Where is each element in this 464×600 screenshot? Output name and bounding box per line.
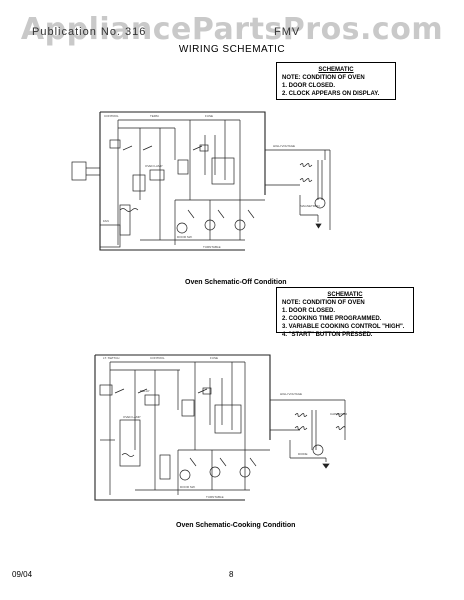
schematic-off-note: SCHEMATIC NOTE: CONDITION OF OVEN 1. DOO… xyxy=(276,62,396,100)
svg-text:TURNTABLE: TURNTABLE xyxy=(203,245,221,249)
footer-date: 09/04 xyxy=(12,570,33,579)
page-title: WIRING SCHEMATIC xyxy=(178,44,286,55)
note-line: NOTE: CONDITION OF OVEN xyxy=(282,300,365,306)
note-title: SCHEMATIC xyxy=(318,67,354,73)
svg-text:OVEN LAMP: OVEN LAMP xyxy=(145,164,163,168)
svg-text:MAGNETRON: MAGNETRON xyxy=(300,204,320,208)
svg-text:RELAY: RELAY xyxy=(140,389,150,393)
svg-text:HIGH VOLTAGE: HIGH VOLTAGE xyxy=(280,392,302,396)
note-line: 4. "START" BUTTON PRESSED. xyxy=(282,332,373,338)
note-line: NOTE: CONDITION OF OVEN xyxy=(282,75,365,81)
schematic-cooking-caption: Oven Schematic-Cooking Condition xyxy=(176,522,296,529)
svg-text:TURNTABLE: TURNTABLE xyxy=(206,495,224,499)
schematic-off-caption: Oven Schematic-Off Condition xyxy=(185,279,287,286)
model-number: FMV xyxy=(274,26,301,38)
svg-text:CONTROL: CONTROL xyxy=(150,356,165,360)
watermark-logo: AppliancePartsPros.com xyxy=(20,12,444,47)
svg-text:HIGH VOLTAGE: HIGH VOLTAGE xyxy=(273,144,295,148)
svg-text:DIODE: DIODE xyxy=(298,452,308,456)
footer-page-number: 8 xyxy=(229,570,234,579)
svg-text:OVEN LAMP: OVEN LAMP xyxy=(123,415,141,419)
svg-text:FAN: FAN xyxy=(103,219,109,223)
svg-text:CAPACITOR: CAPACITOR xyxy=(330,412,348,416)
note-line: 3. VARIABLE COOKING CONTROL "HIGH". xyxy=(282,324,405,330)
svg-text:FUSE: FUSE xyxy=(205,114,213,118)
note-line: 2. CLOCK APPEARS ON DISPLAY. xyxy=(282,91,380,97)
note-line: 1. DOOR CLOSED. xyxy=(282,83,336,89)
note-line: 2. COOKING TIME PROGRAMMED. xyxy=(282,316,382,322)
publication-number: Publication No. 316 xyxy=(32,26,147,38)
svg-text:CONTROL: CONTROL xyxy=(104,114,119,118)
svg-text:TERM.: TERM. xyxy=(150,114,159,118)
note-line: 1. DOOR CLOSED. xyxy=(282,308,336,314)
schematic-cooking-note: SCHEMATIC NOTE: CONDITION OF OVEN 1. DOO… xyxy=(276,287,414,338)
svg-text:LT. SWITCH: LT. SWITCH xyxy=(103,356,119,360)
svg-text:DOOR SW.: DOOR SW. xyxy=(177,235,193,239)
svg-text:DOOR SW.: DOOR SW. xyxy=(180,485,196,489)
note-title: SCHEMATIC xyxy=(327,292,363,298)
svg-text:FUSE: FUSE xyxy=(210,356,218,360)
